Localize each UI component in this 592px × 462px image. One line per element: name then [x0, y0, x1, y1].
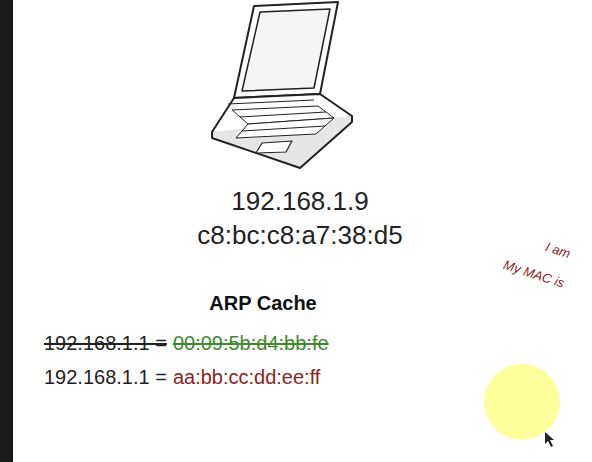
cursor-highlight [484, 364, 560, 440]
mouse-cursor [545, 432, 554, 447]
laptop-icon [212, 2, 352, 168]
cache-ip: 192.168.1.1 = [44, 332, 167, 355]
cache-mac-spoofed: aa:bb:cc:dd:ee:ff [173, 366, 321, 389]
cache-ip: 192.168.1.1 = [44, 366, 167, 389]
mac-address: c8:bc:c8:a7:38:d5 [197, 221, 402, 251]
cache-heading: ARP Cache [209, 292, 316, 315]
ip-address: 192.168.1.9 [231, 187, 368, 217]
arp-reply-text: My MAC is [501, 258, 565, 292]
dark-edge-band [0, 0, 13, 462]
arp-reply-text: I am [543, 240, 572, 262]
cache-mac-old: 00:09:5b:d4:bb:fe [173, 332, 329, 355]
